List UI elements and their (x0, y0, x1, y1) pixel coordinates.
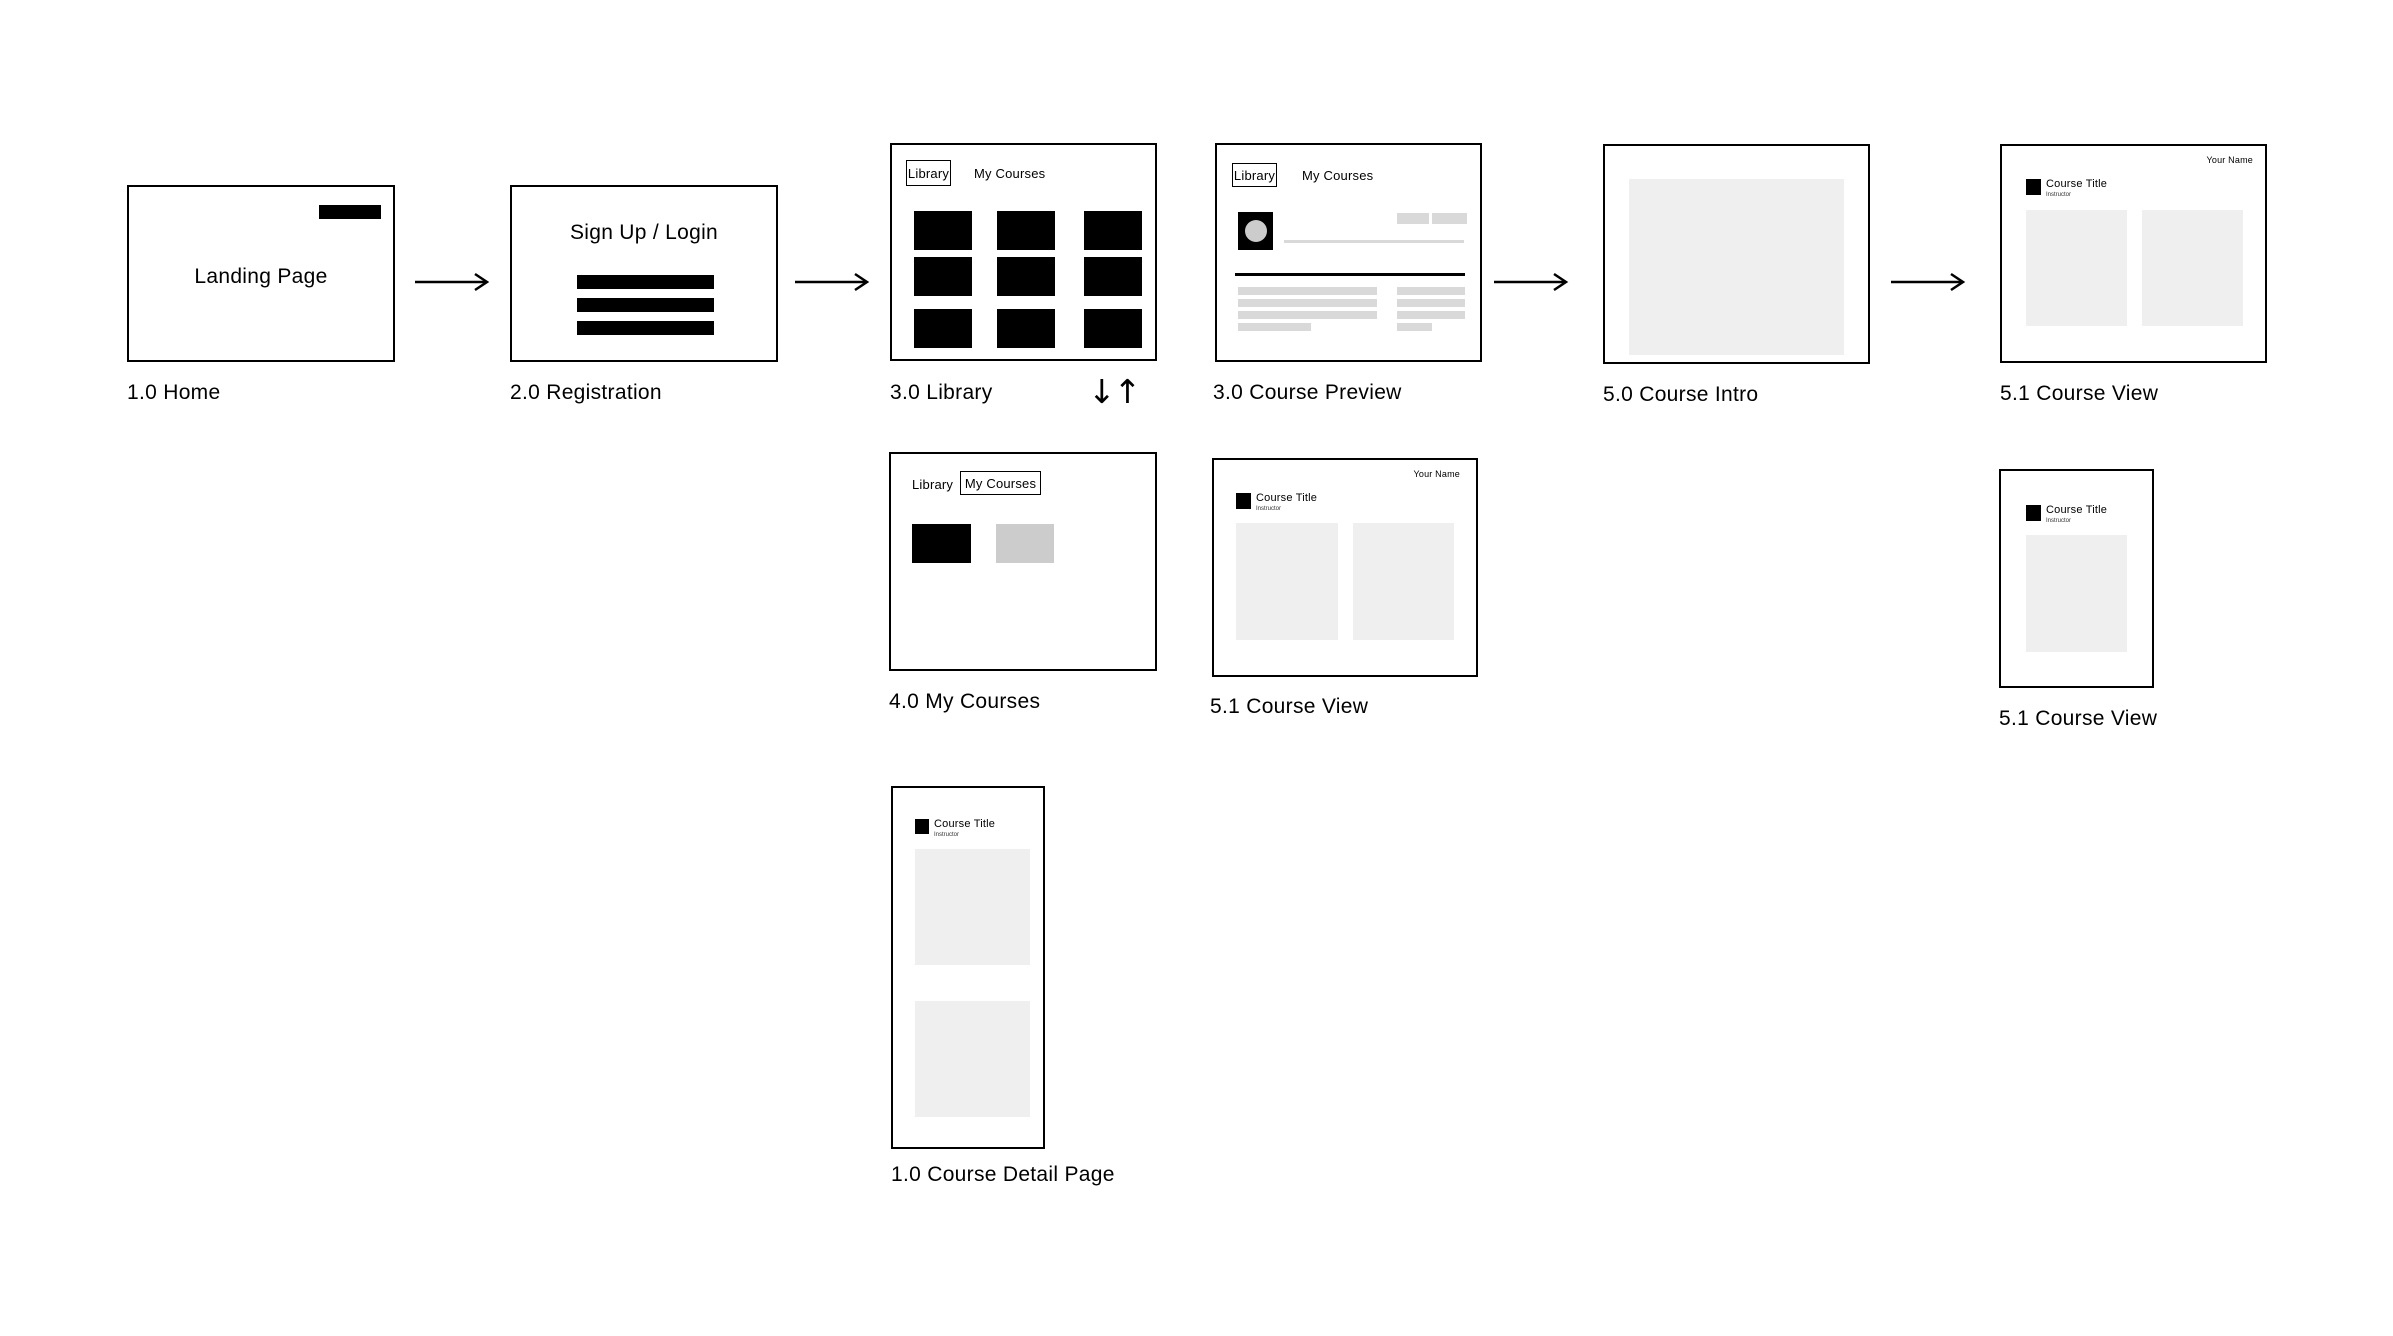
label-course-preview: 3.0 Course Preview (1213, 381, 1402, 404)
course-title: Course Title (2046, 178, 2108, 190)
section-divider (1235, 273, 1465, 276)
arrow-preview-to-intro (1494, 272, 1569, 292)
tab-my-courses[interactable]: My Courses (1302, 168, 1374, 183)
course-instructor: Instructor (934, 832, 960, 838)
course-instructor: Instructor (2046, 518, 2072, 524)
text-line-placeholder (1397, 311, 1465, 319)
label-course-view-a: 5.1 Course View (2000, 382, 2159, 405)
text-line-placeholder (1238, 311, 1377, 319)
label-my-courses: 4.0 My Courses (889, 690, 1041, 713)
course-tile[interactable] (914, 211, 972, 250)
frame-home: Landing Page (127, 185, 395, 362)
form-field-bar[interactable] (577, 321, 714, 335)
content-panel (1236, 523, 1338, 640)
course-tile[interactable] (914, 309, 972, 348)
tab-library[interactable]: Library (906, 160, 951, 186)
frame-course-view-a: Your Name Course Title Instructor (2000, 144, 2267, 363)
arrow-intro-to-view (1891, 272, 1966, 292)
course-logo-icon (2026, 505, 2041, 521)
content-panel (915, 1001, 1030, 1117)
video-thumbnail[interactable] (1238, 212, 1273, 250)
frame-registration: Sign Up / Login (510, 185, 778, 362)
course-title: Course Title (1256, 492, 1318, 504)
course-tile[interactable] (997, 211, 1055, 250)
course-logo-icon (1236, 493, 1251, 509)
frame-course-view-c: Course Title Instructor (1999, 469, 2154, 688)
label-home: 1.0 Home (127, 381, 221, 404)
content-panel (1353, 523, 1454, 640)
course-header: Course Title Instructor (2026, 179, 2107, 198)
course-logo-icon (2026, 179, 2041, 195)
title-line-placeholder (1284, 240, 1464, 243)
course-title: Course Title (934, 818, 996, 830)
form-field-bar[interactable] (577, 275, 714, 289)
frame-course-detail: Course Title Instructor (891, 786, 1045, 1149)
user-name: Your Name (2206, 155, 2253, 165)
label-course-view-b: 5.1 Course View (1210, 695, 1369, 718)
course-header: Course Title Instructor (915, 819, 995, 838)
frame-course-intro (1603, 144, 1870, 364)
content-panel (2142, 210, 2243, 326)
course-tile[interactable] (997, 309, 1055, 348)
label-registration: 2.0 Registration (510, 381, 662, 404)
frame-course-view-b: Your Name Course Title Instructor (1212, 458, 1478, 677)
content-panel (2026, 535, 2127, 652)
tab-library[interactable]: Library (1232, 163, 1277, 187)
home-title: Landing Page (194, 265, 328, 288)
course-tile[interactable] (912, 524, 971, 563)
nav-button-placeholder[interactable] (319, 205, 381, 219)
label-course-detail: 1.0 Course Detail Page (891, 1163, 1115, 1186)
text-line-placeholder (1397, 299, 1465, 307)
label-course-intro: 5.0 Course Intro (1603, 383, 1759, 406)
course-tile[interactable] (1084, 211, 1142, 250)
form-field-bar[interactable] (577, 298, 714, 312)
frame-my-courses: Library My Courses (889, 452, 1157, 671)
course-instructor: Instructor (1256, 506, 1282, 512)
user-name: Your Name (1413, 469, 1460, 479)
course-instructor: Instructor (2046, 192, 2072, 198)
arrow-home-to-registration (415, 272, 490, 292)
content-panel (2026, 210, 2127, 326)
tab-library[interactable]: Library (912, 477, 954, 492)
course-tile[interactable] (1084, 309, 1142, 348)
play-dot-icon (1244, 220, 1267, 242)
sync-arrows-icon: ↓↑ (1088, 372, 1141, 411)
tab-my-courses[interactable]: My Courses (974, 166, 1046, 181)
arrow-registration-to-library (795, 272, 870, 292)
text-line-placeholder (1238, 323, 1311, 331)
action-chip[interactable] (1432, 213, 1467, 224)
text-line-placeholder (1397, 323, 1432, 331)
label-course-view-c: 5.1 Course View (1999, 707, 2158, 730)
content-panel (915, 849, 1030, 965)
registration-title: Sign Up / Login (569, 221, 719, 244)
course-tile[interactable] (997, 257, 1055, 296)
course-logo-icon (915, 819, 929, 834)
label-library: 3.0 Library (890, 381, 993, 404)
course-header: Course Title Instructor (1236, 493, 1317, 512)
course-title: Course Title (2046, 504, 2108, 516)
text-line-placeholder (1238, 299, 1377, 307)
frame-course-preview: Library My Courses (1215, 143, 1482, 362)
intro-video-placeholder (1629, 179, 1844, 355)
course-tile[interactable] (1084, 257, 1142, 296)
course-tile-inactive[interactable] (996, 524, 1054, 563)
action-chip[interactable] (1397, 213, 1429, 224)
course-tile[interactable] (914, 257, 972, 296)
course-header: Course Title Instructor (2026, 505, 2107, 524)
text-line-placeholder (1397, 287, 1465, 295)
text-line-placeholder (1238, 287, 1377, 295)
tab-my-courses[interactable]: My Courses (960, 471, 1041, 495)
frame-library: Library My Courses (890, 143, 1157, 361)
